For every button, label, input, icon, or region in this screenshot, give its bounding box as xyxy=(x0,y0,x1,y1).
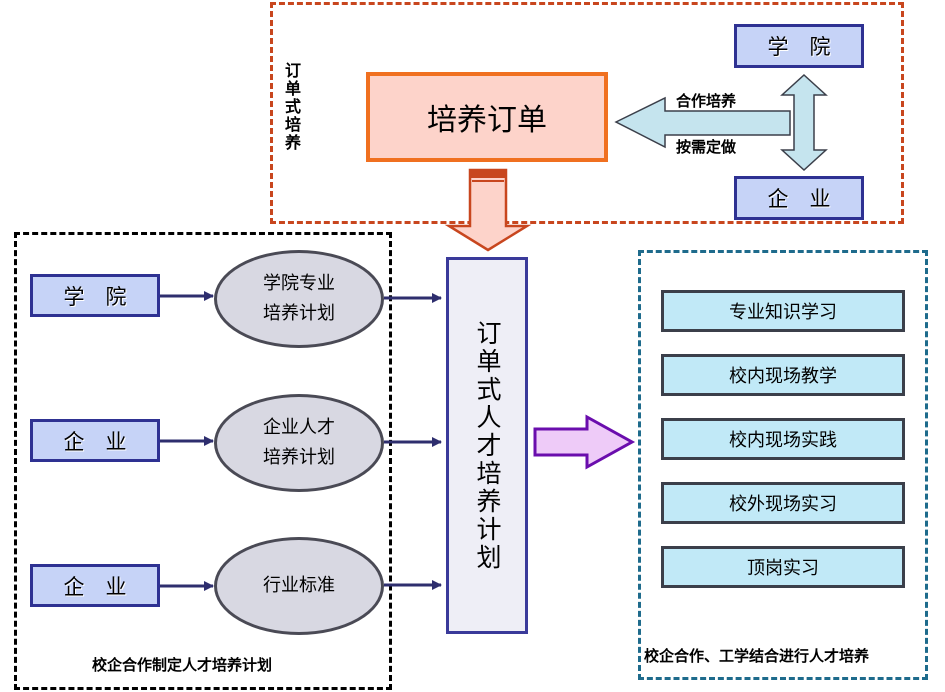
order-training-side-label: 订单式培养 xyxy=(282,62,301,152)
down-arrow-shape xyxy=(444,168,532,252)
left-enterprise-label-2: 企 业 xyxy=(63,574,127,599)
order-training-frame xyxy=(270,2,904,224)
enterprise-plan-ellipse[interactable]: 企业人才 培养计划 xyxy=(214,394,384,492)
vertical-double-arrow-shape xyxy=(780,73,828,172)
industry-standard-label: 行业标准 xyxy=(263,575,335,596)
arrow-label-on-demand: 按需定做 xyxy=(676,138,737,156)
top-college-box[interactable]: 学 院 xyxy=(734,24,864,68)
right-item-3-label: 校内现场实践 xyxy=(729,430,837,451)
right-item-1[interactable]: 专业知识学习 xyxy=(661,290,905,332)
talent-training-caption: 校企合作、工学结合进行人才培养 xyxy=(644,647,870,665)
left-enterprise-box-2[interactable]: 企 业 xyxy=(30,564,160,607)
college-plan-line2: 培养计划 xyxy=(263,303,335,324)
college-plan-line1: 学院专业 xyxy=(263,273,335,294)
top-enterprise-box[interactable]: 企 业 xyxy=(734,176,864,220)
left-enterprise-box-1[interactable]: 企 业 xyxy=(30,419,160,462)
plan-making-caption: 校企合作制定人才培养计划 xyxy=(92,656,273,674)
college-plan-ellipse[interactable]: 学院专业 培养计划 xyxy=(214,250,384,348)
order-talent-plan-box[interactable]: 订单式人才培养计划 xyxy=(446,257,528,634)
right-item-5[interactable]: 顶岗实习 xyxy=(661,546,905,588)
enterprise-plan-line2: 培养计划 xyxy=(263,447,335,468)
cooperation-left-arrow-shape xyxy=(614,96,791,149)
plan-making-frame xyxy=(14,232,392,690)
right-item-4-label: 校外现场实习 xyxy=(729,494,837,515)
talent-training-frame xyxy=(638,250,928,680)
top-college-label: 学 院 xyxy=(767,35,831,59)
top-enterprise-label: 企 业 xyxy=(767,187,831,211)
right-item-2-label: 校内现场教学 xyxy=(729,366,837,387)
training-order-box[interactable]: 培养订单 xyxy=(366,72,608,162)
left-college-box[interactable]: 学 院 xyxy=(30,274,160,317)
left-college-label: 学 院 xyxy=(63,284,127,309)
right-item-1-label: 专业知识学习 xyxy=(729,302,837,323)
right-item-5-label: 顶岗实习 xyxy=(747,558,819,579)
right-item-3[interactable]: 校内现场实践 xyxy=(661,418,905,460)
enterprise-plan-line1: 企业人才 xyxy=(263,417,335,438)
right-item-2[interactable]: 校内现场教学 xyxy=(661,354,905,396)
down-arrow-cap xyxy=(470,170,506,178)
right-item-4[interactable]: 校外现场实习 xyxy=(661,482,905,524)
order-talent-plan-label: 订单式人才培养计划 xyxy=(473,319,502,572)
left-enterprise-label-1: 企 业 xyxy=(63,429,127,454)
training-order-label: 培养订单 xyxy=(427,103,547,138)
industry-standard-ellipse[interactable]: 行业标准 xyxy=(214,537,384,635)
purple-right-arrow-shape xyxy=(533,414,636,470)
arrow-label-cooperate: 合作培养 xyxy=(676,92,737,110)
